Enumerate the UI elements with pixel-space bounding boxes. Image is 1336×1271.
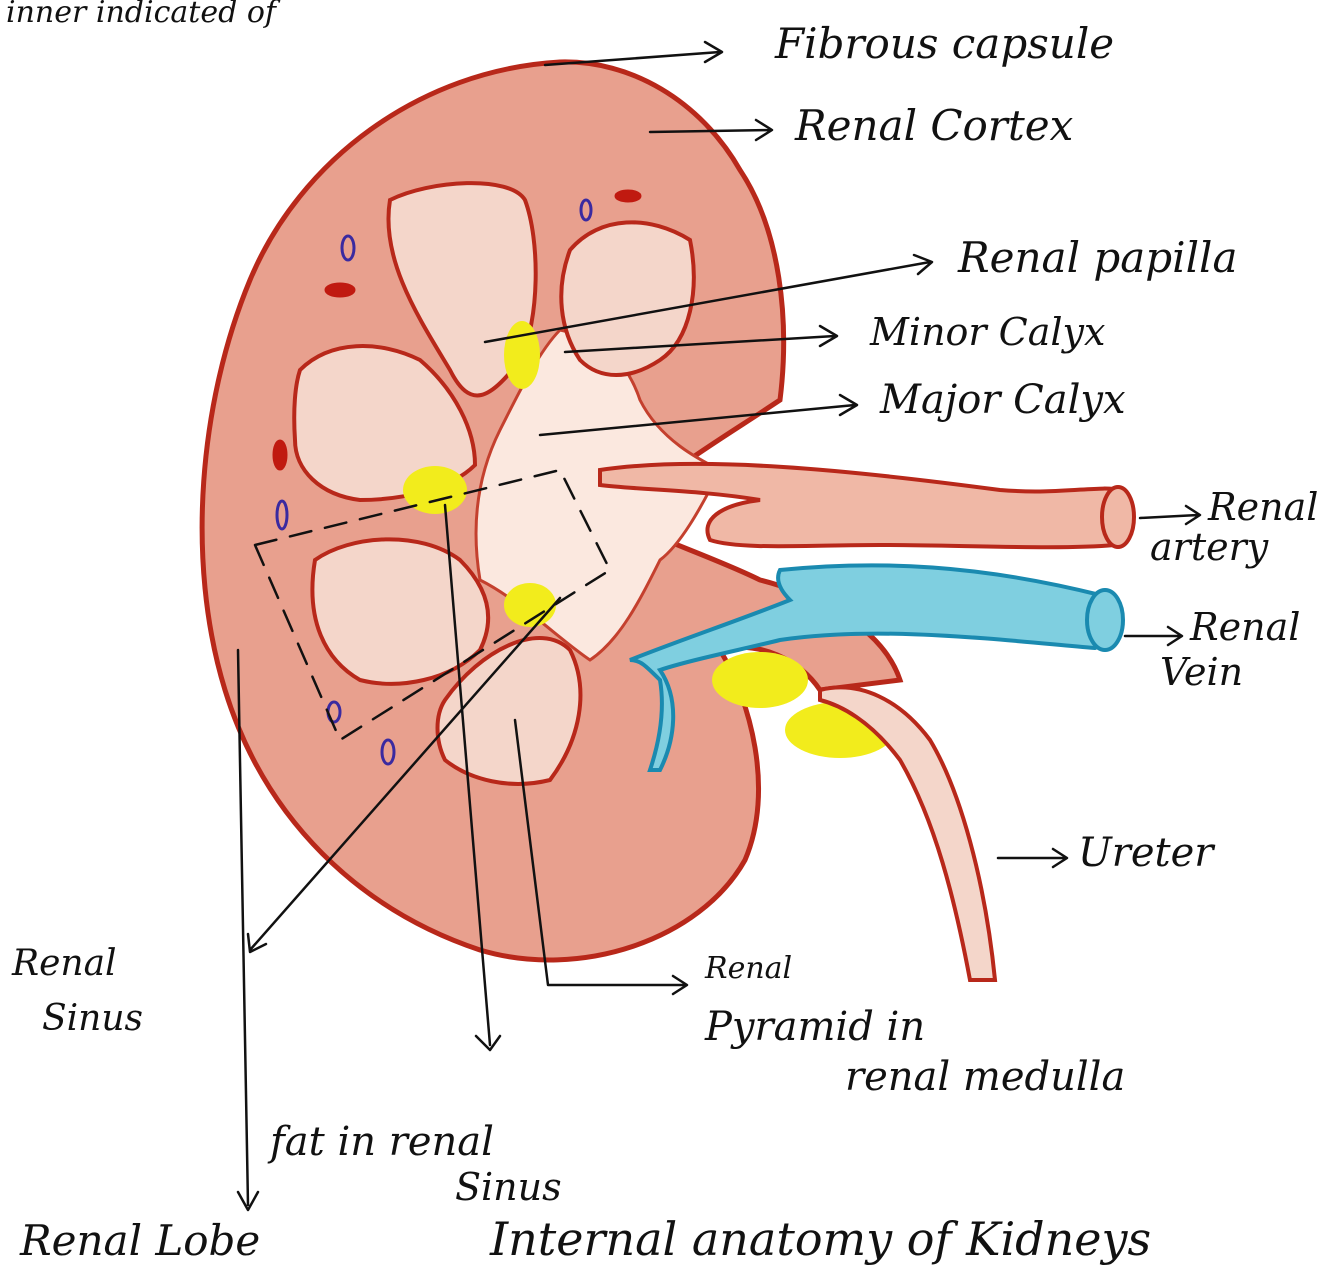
vessel-mark: [274, 441, 286, 469]
label-renal-pyramid-3: renal medulla: [845, 1054, 1125, 1100]
renal-vein-end: [1087, 590, 1123, 650]
label-renal-cortex: Renal Cortex: [794, 101, 1074, 150]
vessel-mark: [326, 284, 354, 296]
label-renal-lobe: Renal Lobe: [19, 1216, 260, 1265]
label-renal-papilla: Renal papilla: [957, 233, 1238, 282]
label-major-calyx: Major Calyx: [879, 377, 1126, 423]
label-ureter: Ureter: [1078, 830, 1216, 876]
label-renal-vein-2: Vein: [1160, 650, 1243, 694]
leader-ureter: [998, 849, 1067, 867]
fat-deposit: [712, 652, 808, 708]
fat-deposit: [504, 321, 540, 389]
leader-renal-vein: [1125, 627, 1182, 645]
kidney: [202, 62, 1134, 980]
label-renal-sinus-2: Sinus: [42, 998, 143, 1039]
label-fat-1: fat in renal: [267, 1119, 494, 1165]
label-fibrous-capsule: Fibrous capsule: [774, 19, 1114, 68]
renal-artery-end: [1102, 487, 1134, 547]
renal-pyramid-lower: [312, 539, 488, 683]
label-fat-2: Sinus: [455, 1165, 562, 1209]
label-renal-artery-1: Renal: [1207, 485, 1318, 529]
vessel-mark: [616, 191, 640, 201]
leader-renal-artery: [1140, 506, 1200, 524]
label-renal-artery-2: artery: [1150, 525, 1269, 569]
top-partial-text: inner indicated of: [6, 0, 281, 30]
diagram-title: Internal anatomy of Kidneys: [489, 1212, 1151, 1266]
label-renal-pyramid-2: Pyramid in: [704, 1004, 925, 1050]
label-renal-pyramid-1: Renal: [704, 951, 792, 986]
label-renal-sinus-1: Renal: [11, 943, 117, 984]
label-minor-calyx: Minor Calyx: [869, 310, 1105, 354]
label-renal-vein-1: Renal: [1189, 605, 1300, 649]
